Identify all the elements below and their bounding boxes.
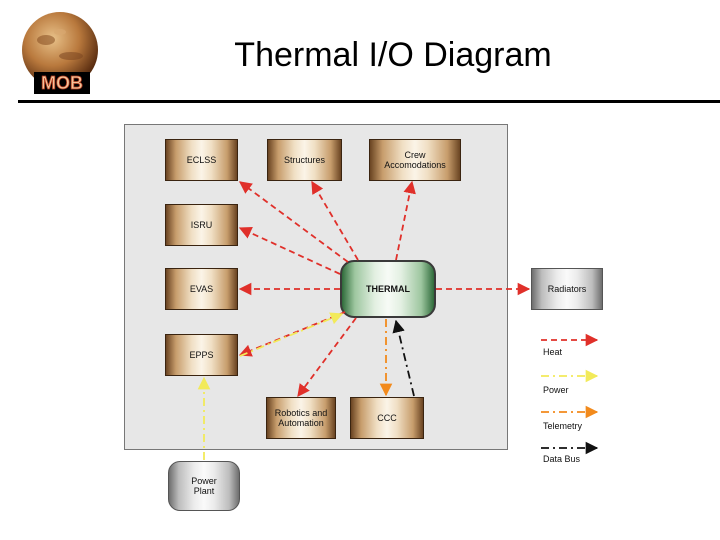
box-isru: ISRU [165,204,238,246]
legend-power-label: Power [543,385,569,395]
box-eclss: ECLSS [165,139,238,181]
box-epps: EPPS [165,334,238,376]
box-robotics-automation: Robotics and Automation [266,397,336,439]
logo-text: MOB [41,73,83,93]
page-title: Thermal I/O Diagram [234,36,552,74]
box-power-plant: Power Plant [168,461,240,511]
box-evas: EVAS [165,268,238,310]
box-radiators: Radiators [531,268,603,310]
title-divider [18,100,720,103]
box-thermal: THERMAL [340,260,436,318]
legend-databus-label: Data Bus [543,454,581,464]
mob-logo: MOB [22,12,98,94]
box-structures: Structures [267,139,342,181]
legend-telemetry-label: Telemetry [543,421,583,431]
legend-heat-label: Heat [543,347,563,357]
box-ccc: CCC [350,397,424,439]
box-crew-accomodations: Crew Accomodations [369,139,461,181]
